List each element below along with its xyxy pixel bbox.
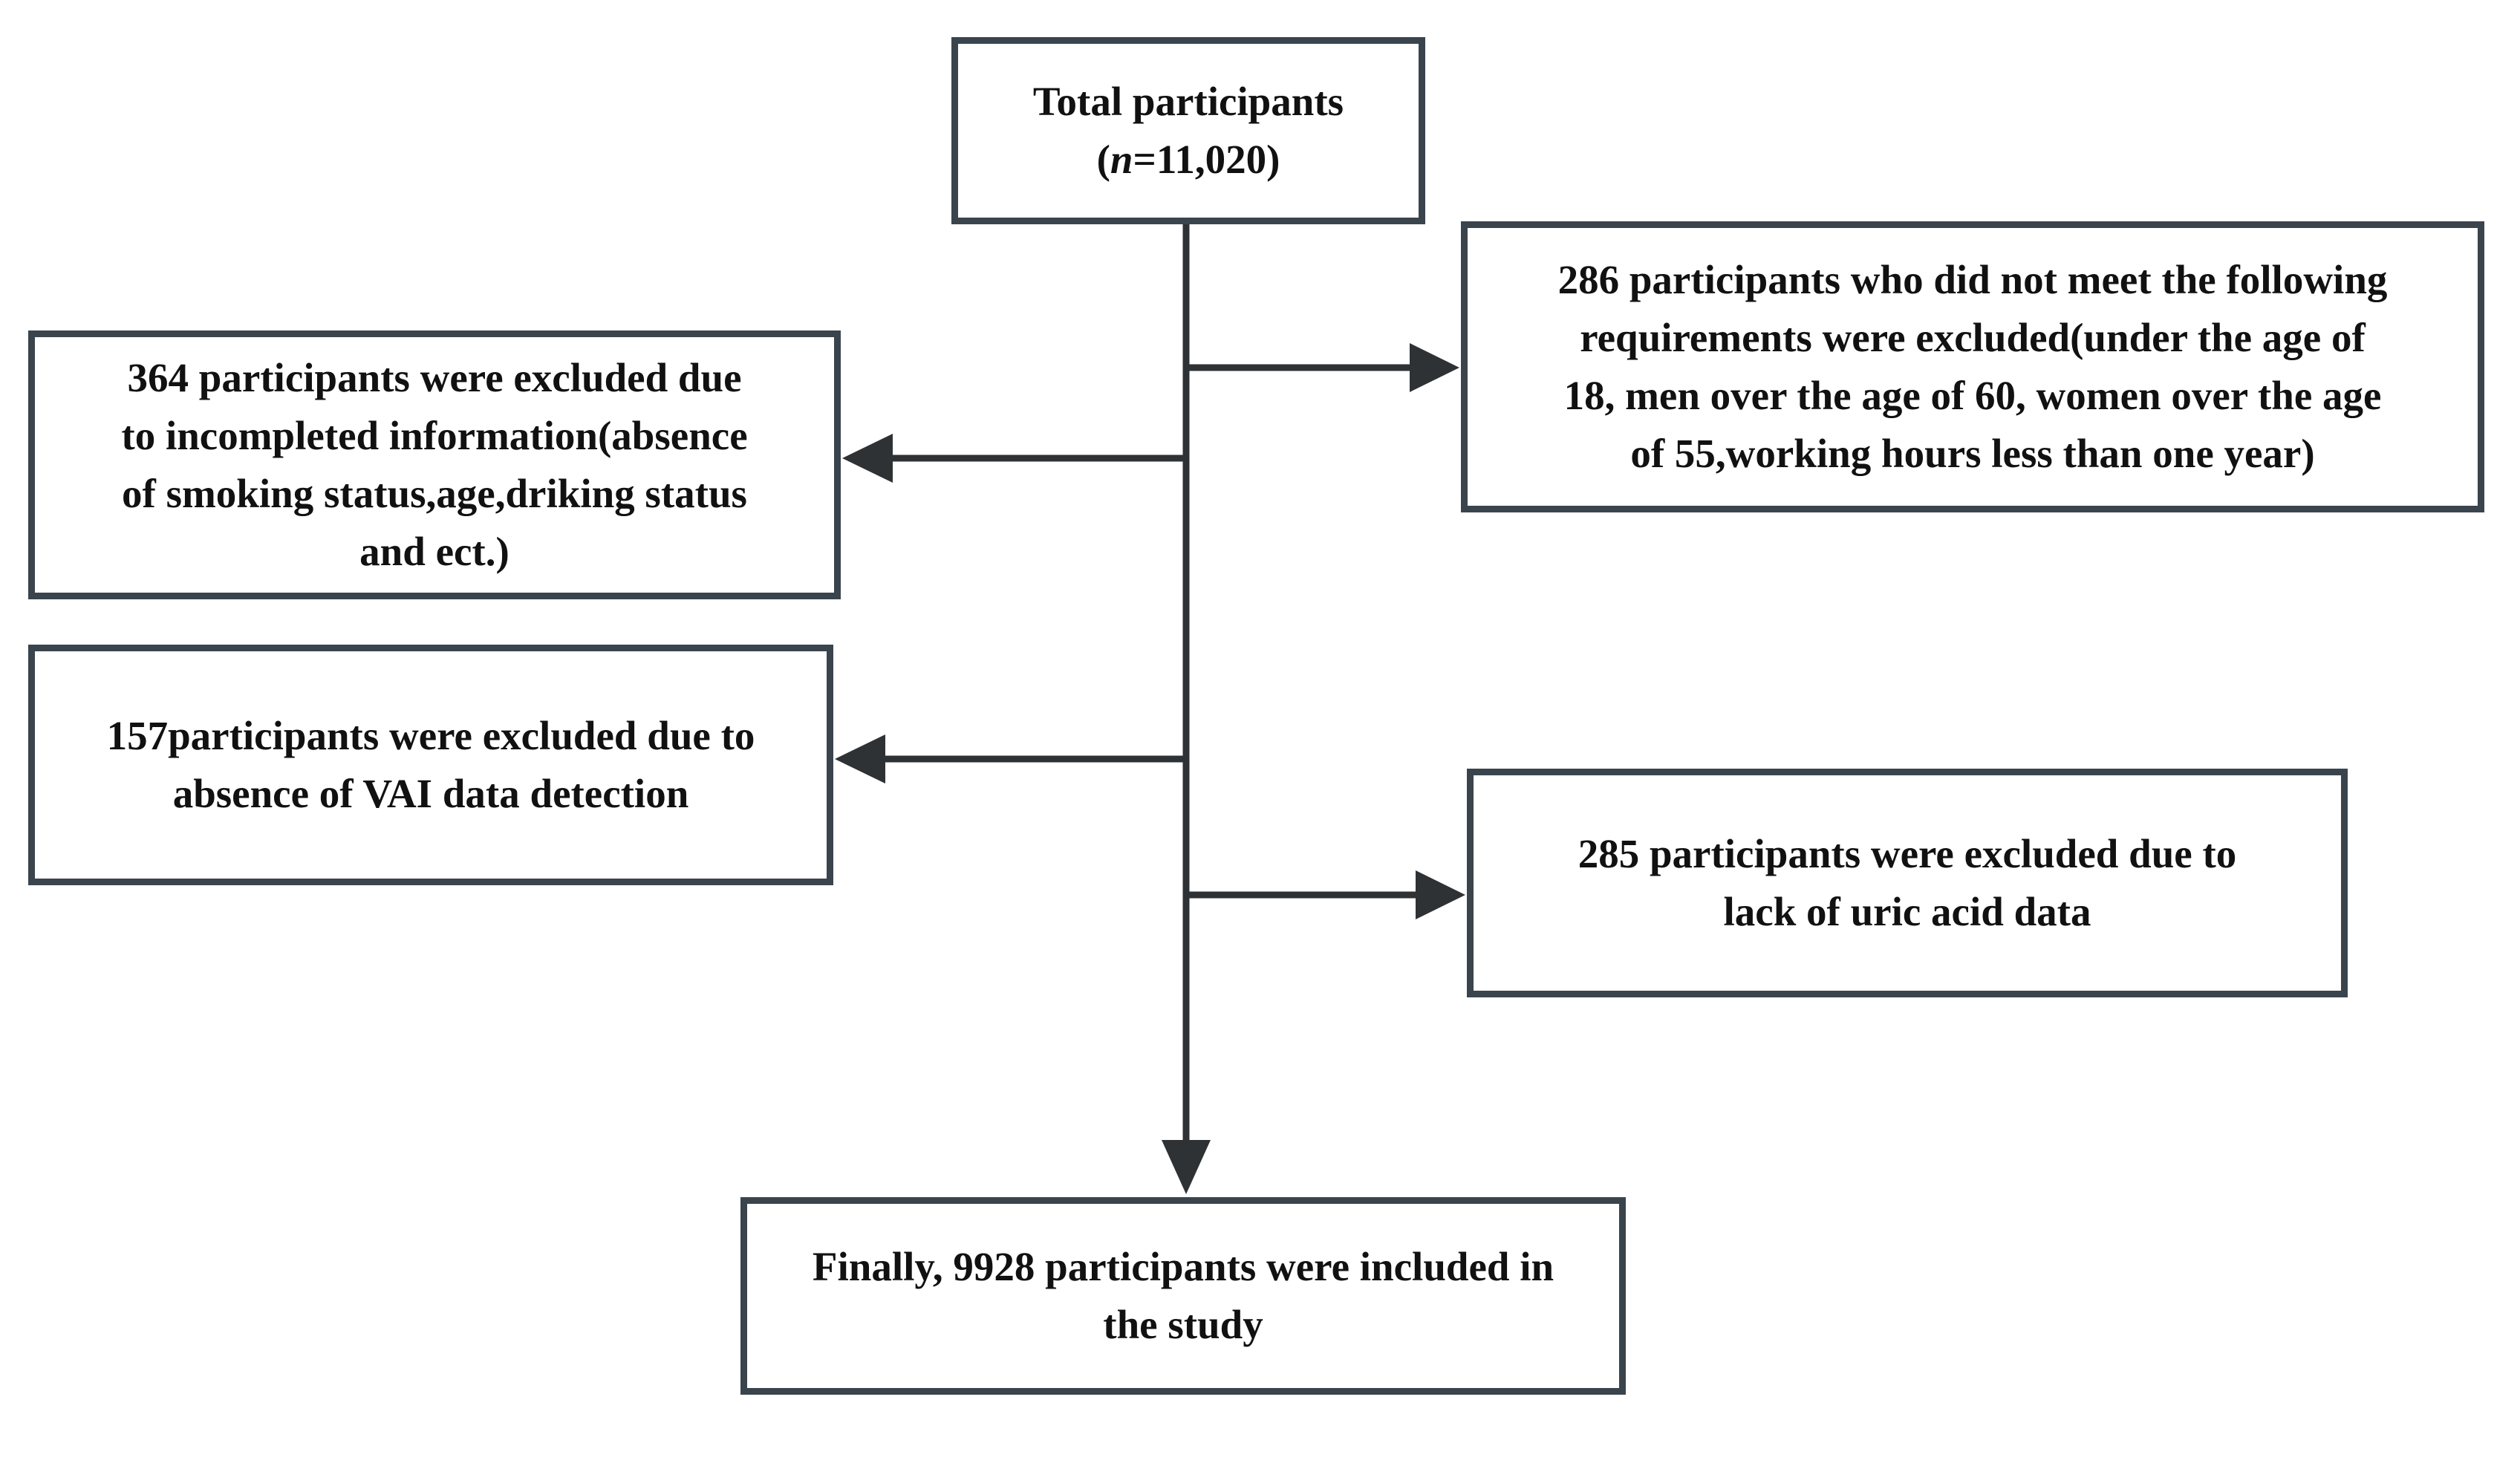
- text-line: 285 participants were excluded due to: [1578, 831, 2237, 876]
- connector-to-incomplete: [842, 434, 1186, 483]
- text-line: 286 participants who did not meet the fo…: [1557, 257, 2388, 302]
- text-line: requirements were excluded(under the age…: [1580, 315, 2366, 360]
- connector-main-vertical: [1162, 224, 1211, 1194]
- connector-to-vai: [835, 734, 1186, 784]
- text-line: absence of VAI data detection: [172, 771, 689, 816]
- text-line: (n=11,020): [1097, 131, 1280, 189]
- text-line: and ect.): [359, 529, 509, 574]
- node-total-participants: Total participants (n=11,020): [951, 37, 1425, 224]
- text-line: 364 participants were excluded due: [127, 355, 742, 400]
- text-line: 157participants were excluded due to: [106, 713, 755, 758]
- n-symbol: n: [1110, 137, 1133, 182]
- left-arrowhead-2: [835, 734, 885, 784]
- node-excluded-uric-acid: 285 participants were excluded due to lac…: [1467, 769, 2348, 997]
- down-arrowhead: [1162, 1140, 1211, 1194]
- right-arrowhead-1: [1410, 343, 1459, 392]
- text-line: of 55,working hours less than one year): [1630, 431, 2315, 476]
- node-excluded-requirements: 286 participants who did not meet the fo…: [1461, 221, 2484, 512]
- node-final-included: Finally, 9928 participants were included…: [740, 1197, 1626, 1395]
- node-excluded-vai-data: 157participants were excluded due to abse…: [28, 645, 833, 885]
- paren-open: (: [1096, 137, 1110, 182]
- node-excluded-incomplete-information: 364 participants were excluded due to inc…: [28, 330, 841, 599]
- text-line: the study: [1103, 1302, 1263, 1347]
- right-arrowhead-2: [1416, 870, 1465, 919]
- text-line: Total participants: [1032, 79, 1344, 124]
- left-arrowhead-1: [842, 434, 893, 483]
- connector-to-requirements: [1186, 343, 1459, 392]
- text-line: lack of uric acid data: [1723, 889, 2091, 934]
- text-line: Finally, 9928 participants were included…: [812, 1244, 1554, 1289]
- text-line: of smoking status,age,driking status: [122, 471, 747, 516]
- text-line: 18, men over the age of 60, women over t…: [1563, 373, 2382, 418]
- n-value: =11,020): [1133, 137, 1280, 182]
- text-line: to incompleted information(absence: [121, 413, 748, 458]
- connector-to-uric: [1186, 870, 1465, 919]
